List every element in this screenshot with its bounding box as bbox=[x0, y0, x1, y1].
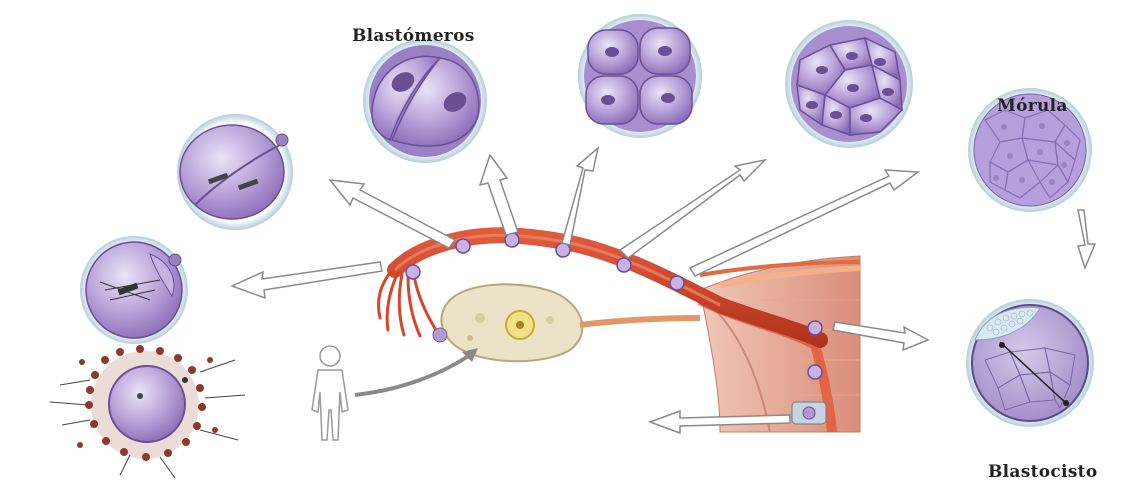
human-silhouette-icon bbox=[312, 346, 348, 440]
label-blastomeros: Blastómeros bbox=[352, 26, 475, 46]
oocyte bbox=[109, 366, 185, 442]
blastomeros-two-cell bbox=[363, 39, 487, 163]
arrows bbox=[232, 148, 1095, 433]
arrow-to-blastomeros bbox=[480, 155, 518, 235]
zygote-cell bbox=[80, 236, 188, 344]
label-blastocisto: Blastocisto bbox=[988, 462, 1097, 482]
arrow-morula-to-blastocyst bbox=[1078, 210, 1095, 268]
arrow-to-four-cell bbox=[562, 148, 598, 245]
implantation-site bbox=[792, 402, 826, 424]
uterus-wall bbox=[700, 256, 860, 432]
arrow-to-two-cell bbox=[330, 180, 455, 248]
ovary bbox=[441, 284, 700, 361]
released-ovum bbox=[433, 328, 447, 342]
arrow-human-to-ovary bbox=[355, 355, 470, 395]
fimbriae bbox=[379, 270, 437, 336]
fertilization-stage bbox=[50, 345, 245, 478]
label-morula: Mórula bbox=[997, 96, 1068, 116]
arrow-to-zygote bbox=[232, 262, 382, 298]
eight-cell-stage bbox=[785, 20, 913, 148]
blastocyst-stage bbox=[966, 299, 1094, 427]
two-cell-stage bbox=[177, 114, 293, 230]
four-cell-stage bbox=[578, 14, 702, 138]
